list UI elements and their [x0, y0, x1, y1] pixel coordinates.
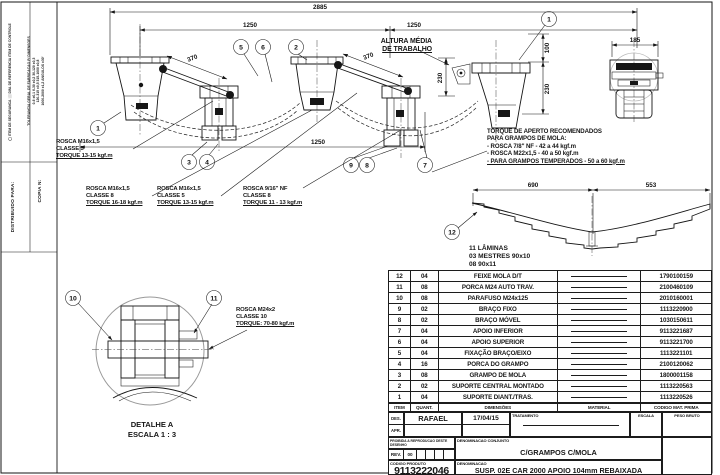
- dim-link-front: 370: [186, 53, 199, 63]
- leader-lines: [132, 92, 488, 197]
- denomination-cell: DENOMINACAO SUSP. 02E CAR 2000 APOIO 104…: [455, 460, 662, 475]
- axle-assembly-front: [199, 85, 239, 141]
- leaf-spring-view: 690 553: [457, 182, 711, 256]
- dim-height-front: 230: [437, 72, 444, 83]
- balloon-2: 2: [294, 45, 298, 52]
- designer-name-cell: RAFAEL: [404, 412, 462, 437]
- balloon-3: 3: [187, 160, 191, 167]
- front-support: [110, 56, 170, 121]
- dim-span-right: 1250: [407, 22, 422, 29]
- uclamp-torque-block: TORQUE DE APERTO RECOMENDADOS PARA GRAMP…: [487, 128, 625, 165]
- margin-distributed-to: DISTRIBUIDO PARA:: [11, 181, 16, 233]
- product-code-cell: CODIGO PRODUTO 9113222046: [388, 460, 455, 475]
- leaf-spring-profile: [471, 202, 711, 250]
- dim-link-rear: 370: [362, 51, 375, 61]
- torque-arm-rear: [334, 61, 412, 95]
- balloon-1-front: 1: [96, 126, 100, 133]
- parts-table-header: ITEM QUANT. DIMENSÕES MATERIAL CODIGO MA…: [388, 403, 712, 412]
- balloon-6: 6: [261, 45, 265, 52]
- revision-row: REV. 00: [388, 449, 455, 460]
- dim-total: 2885: [313, 4, 328, 11]
- margin-tolerance-table: TOLERANCIA GERAL DE FABRICACAO P/ DIMENS…: [27, 36, 45, 126]
- rear-support: [451, 62, 531, 129]
- treatment-cell: TRATAMENTO: [510, 412, 630, 437]
- design-date-cell: 17/04/15: [462, 412, 510, 437]
- balloon-12: 12: [448, 230, 456, 237]
- end-view: [609, 52, 664, 119]
- detail-circle: [95, 296, 205, 406]
- dim-spring-rear: 553: [646, 182, 657, 189]
- balloon-10: 10: [69, 296, 77, 303]
- balloons: 1 5 6 2 3 4 9 8 7 1 12 10 11: [65, 11, 557, 306]
- torque-arm-front: [159, 65, 234, 99]
- main-view: [110, 24, 664, 197]
- dim-height-rear: 230: [544, 83, 551, 94]
- gross-weight-cell: PESO BRUTO: [662, 412, 712, 437]
- dimensions: 2885 1250 1250 370 370 230 100 230: [79, 4, 659, 152]
- designer-approver-labels: DES.APR.: [388, 412, 404, 437]
- assembly-denomination-cell: DENOMINACAO CONJUNTO C/GRAMPOS C/MOLA: [455, 437, 662, 460]
- balloon-5: 5: [239, 45, 243, 52]
- spring-curve-front: [133, 109, 299, 139]
- dim-span-left: 1250: [243, 22, 258, 29]
- balloon-11: 11: [210, 296, 217, 303]
- scale-cell: ESCALA: [630, 412, 662, 437]
- balloon-1-rear: 1: [547, 17, 551, 24]
- balloon-7: 7: [423, 163, 427, 170]
- margin-copy-number: COPIA N:: [38, 179, 43, 203]
- dim-axle-spacing: 1250: [311, 139, 326, 146]
- margin-symbols-note: ◯ ITEM DE SEGURANCA ⬜ DIM. DE REFERENCIA…: [8, 23, 12, 141]
- reproduction-notice: PROIBIDA A REPRODUCAO DESTE DESENHO: [388, 437, 455, 449]
- spring-curve-rear: [337, 107, 477, 137]
- dim-spring-front: 690: [528, 182, 539, 189]
- dim-end-width: 185: [630, 37, 641, 44]
- balloon-4: 4: [205, 160, 209, 167]
- balloon-8: 8: [365, 163, 369, 170]
- detail-a-view: [77, 296, 248, 406]
- dim-100: 100: [544, 42, 551, 53]
- balloon-9: 9: [349, 163, 353, 170]
- logo-cell: [662, 437, 712, 475]
